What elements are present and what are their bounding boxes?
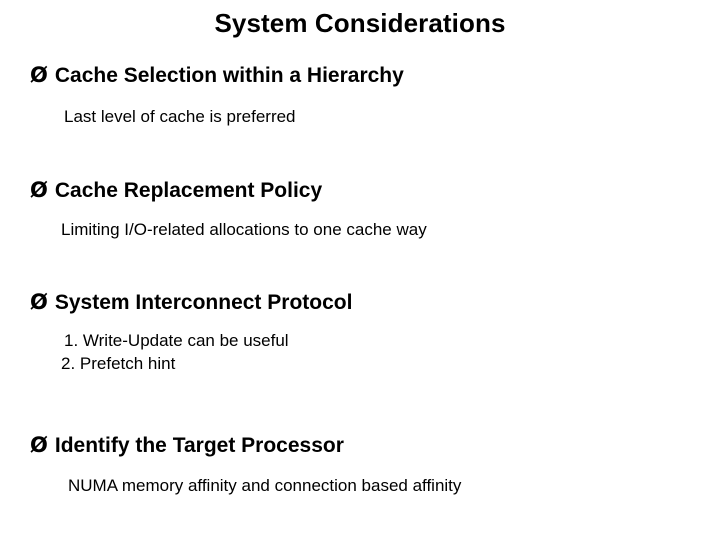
bullet-heading: Ø System Interconnect Protocol [30, 290, 720, 315]
bullet-heading-text: Cache Selection within a Hierarchy [54, 64, 404, 87]
bullet-sub-lines: NUMA memory affinity and connection base… [68, 476, 720, 496]
bullet-marker-icon: Ø [30, 290, 48, 314]
bullet-sub-line: NUMA memory affinity and connection base… [68, 476, 462, 495]
bullet-sub-lines: 1. Write-Update can be useful 2. Prefetc… [61, 331, 720, 374]
bullet-sub-line: Limiting I/O-related allocations to one … [61, 220, 427, 239]
page-title: System Considerations [214, 8, 506, 38]
bullet-sub-line: 2. Prefetch hint [61, 354, 176, 373]
bullet-marker-icon: Ø [30, 63, 48, 87]
bullet-heading-text: Identify the Target Processor [54, 434, 344, 457]
bullet-heading: Ø Cache Replacement Policy [30, 178, 720, 203]
bullet-heading-text: Cache Replacement Policy [54, 179, 323, 202]
bullet-heading: Ø Identify the Target Processor [30, 433, 720, 458]
bullet-block-system-interconnect: Ø System Interconnect Protocol 1. Write-U… [0, 290, 720, 374]
bullet-marker-icon: Ø [30, 178, 48, 202]
bullet-block-cache-replacement: Ø Cache Replacement Policy Limiting I/O-r… [0, 178, 720, 240]
bullet-sub-lines: Last level of cache is preferred [64, 107, 720, 127]
bullet-block-identify-target-processor: Ø Identify the Target Processor NUMA memo… [0, 433, 720, 496]
bullet-sub-lines: Limiting I/O-related allocations to one … [61, 220, 720, 240]
bullet-sub-line: 1. Write-Update can be useful [64, 331, 289, 350]
bullet-heading: Ø Cache Selection within a Hierarchy [30, 63, 720, 88]
bullet-marker-icon: Ø [30, 433, 48, 457]
bullet-sub-line: Last level of cache is preferred [64, 107, 296, 126]
bullet-heading-text: System Interconnect Protocol [54, 291, 353, 314]
bullet-block-cache-selection: Ø Cache Selection within a Hierarchy Last… [0, 63, 720, 127]
